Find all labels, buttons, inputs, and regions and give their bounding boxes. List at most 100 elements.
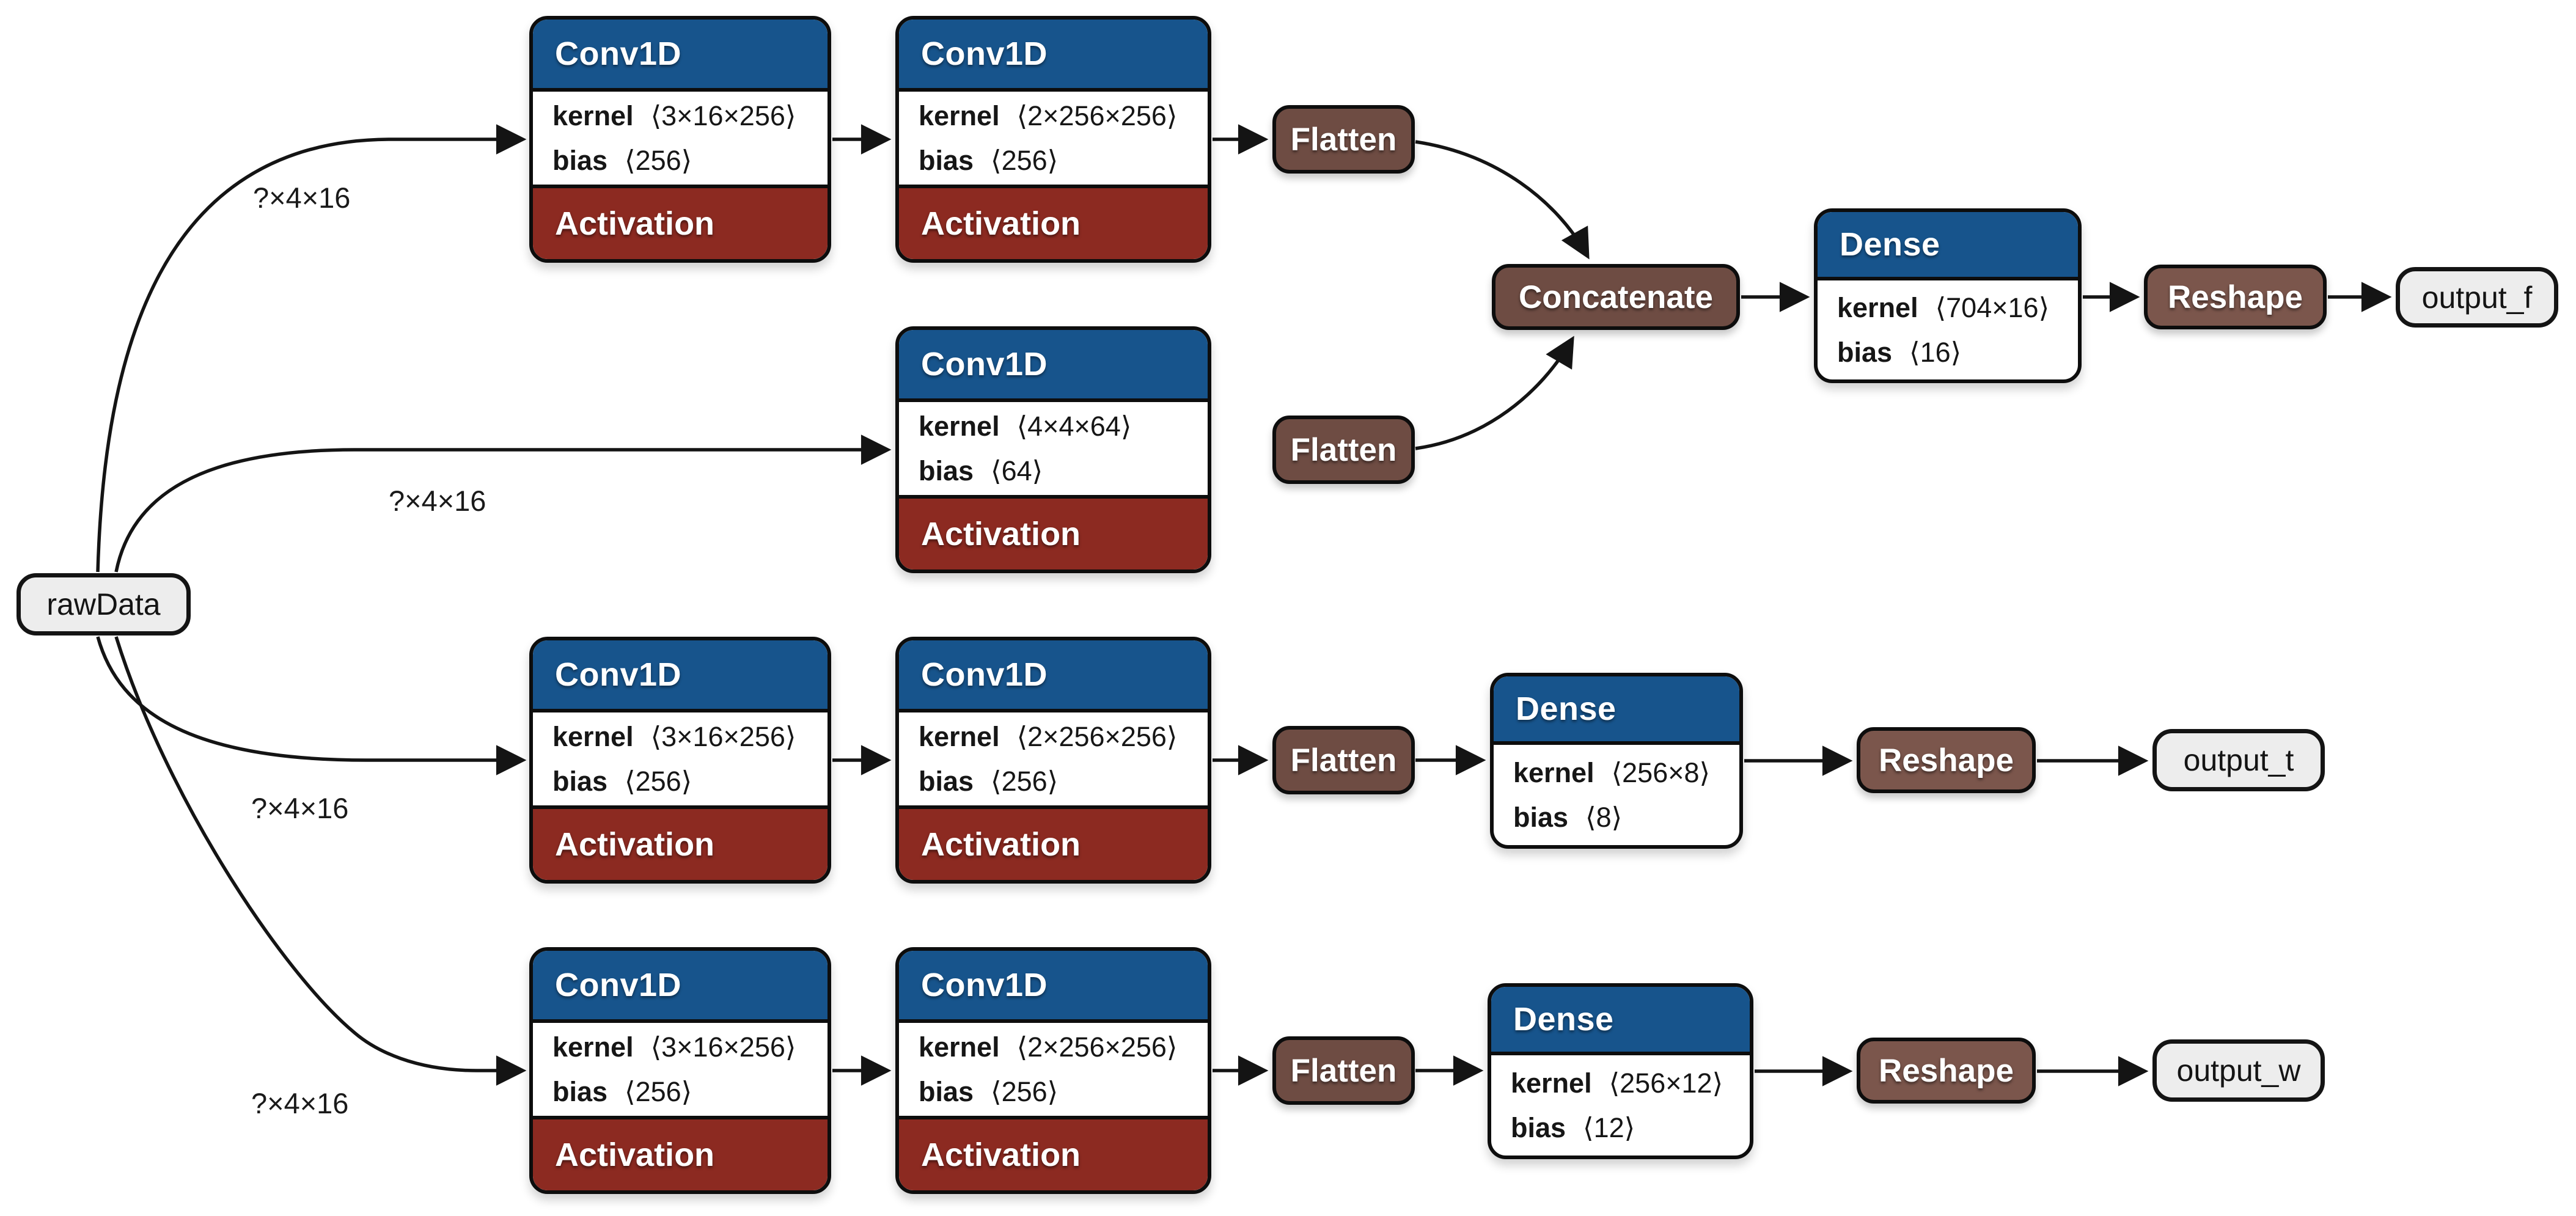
param-key: kernel — [552, 100, 634, 131]
edge-flatten-b-to-concatenate — [1415, 335, 1574, 450]
param-key: bias — [919, 455, 974, 486]
param-value: ⟨704×16⟩ — [1935, 292, 2050, 323]
dense-node-w: Dense kernel⟨256×12⟩ bias ⟨12⟩ — [1488, 983, 1753, 1159]
output-node-t: output_t — [2152, 729, 2325, 791]
param-key: bias — [1513, 802, 1569, 833]
concatenate-node: Concatenate — [1492, 264, 1740, 330]
param-value: ⟨3×16×256⟩ — [650, 1031, 796, 1063]
param-row: kernel ⟨3×16×256⟩ — [552, 720, 808, 753]
edge-rawdata-to-conv-b — [114, 434, 892, 573]
param-row: bias⟨256⟩ — [552, 765, 808, 797]
param-value: ⟨64⟩ — [991, 455, 1043, 486]
param-value: ⟨2×256×256⟩ — [1016, 100, 1178, 131]
param-row: kernel ⟨2×256×256⟩ — [919, 100, 1188, 132]
param-row: bias ⟨8⟩ — [1513, 801, 1720, 833]
dense-node-f: Dense kernel⟨704×16⟩ bias⟨16⟩ — [1814, 208, 2082, 383]
param-row: bias⟨16⟩ — [1837, 336, 2058, 368]
param-value: ⟨4×4×64⟩ — [1016, 411, 1132, 442]
activation-band: Activation — [899, 495, 1208, 570]
layer-params: kernel⟨4×4×64⟩ bias ⟨64⟩ — [899, 402, 1208, 495]
layer-params: kernel ⟨2×256×256⟩ bias⟨256⟩ — [899, 92, 1208, 185]
layer-params: kernel ⟨2×256×256⟩ bias ⟨256⟩ — [899, 712, 1208, 805]
activation-band: Activation — [899, 805, 1208, 880]
param-row: kernel⟨704×16⟩ — [1837, 291, 2058, 324]
reshape-node-t: Reshape — [1857, 727, 2036, 793]
param-key: kernel — [919, 100, 1000, 131]
param-key: bias — [1511, 1112, 1566, 1143]
param-key: bias — [919, 766, 974, 797]
flatten-node-a: Flatten — [1272, 105, 1415, 174]
param-key: kernel — [919, 721, 1000, 752]
param-row: kernel⟨4×4×64⟩ — [919, 410, 1188, 442]
layer-params: kernel⟨256×12⟩ bias ⟨12⟩ — [1491, 1055, 1750, 1156]
conv1d-node-d1: Conv1D kernel⟨3×16×256⟩ bias⟨256⟩ Activa… — [529, 947, 831, 1194]
edge-shape-label-b: ?×4×16 — [389, 485, 486, 517]
edge-shape-label-d: ?×4×16 — [251, 1087, 349, 1119]
param-value: ⟨256⟩ — [991, 1076, 1059, 1107]
layer-params: kernel ⟨3×16×256⟩ bias⟨256⟩ — [533, 712, 827, 805]
layer-title: Conv1D — [533, 951, 827, 1023]
param-value: ⟨8⟩ — [1585, 802, 1623, 833]
param-row: kernel ⟨256×8⟩ — [1513, 756, 1720, 789]
conv1d-node-a2: Conv1D kernel⟨2×256×256⟩ bias⟨256⟩ Activ… — [895, 16, 1211, 263]
param-row: kernel ⟨3×16×256⟩ — [552, 100, 808, 132]
param-value: ⟨256⟩ — [625, 145, 692, 176]
param-value: ⟨3×16×256⟩ — [650, 721, 796, 752]
input-node-rawdata: rawData — [17, 573, 191, 635]
layer-title: Conv1D — [899, 330, 1208, 402]
param-value: ⟨256⟩ — [991, 145, 1059, 176]
param-key: bias — [1837, 337, 1893, 368]
param-key: kernel — [1513, 757, 1594, 788]
edge-shape-label-c: ?×4×16 — [251, 792, 349, 824]
param-key: bias — [552, 145, 608, 176]
param-row: kernel ⟨2×256×256⟩ — [919, 720, 1188, 753]
param-key: bias — [552, 1076, 608, 1107]
layer-title: Dense — [1818, 212, 2078, 280]
dense-node-t: Dense kernel ⟨256×8⟩ bias ⟨8⟩ — [1490, 673, 1743, 849]
param-key: kernel — [919, 1031, 1000, 1063]
param-value: ⟨256×12⟩ — [1609, 1068, 1723, 1099]
conv1d-node-b: Conv1D kernel⟨4×4×64⟩ bias ⟨64⟩ Activatio… — [895, 326, 1211, 573]
reshape-node-f: Reshape — [2144, 265, 2327, 329]
param-row: bias ⟨256⟩ — [919, 1075, 1188, 1108]
param-row: bias ⟨256⟩ — [552, 144, 808, 177]
param-row: bias ⟨12⟩ — [1511, 1112, 1730, 1144]
edge-rawdata-to-conv-a1 — [96, 124, 527, 573]
layer-title: Conv1D — [533, 20, 827, 92]
layer-title: Conv1D — [899, 20, 1208, 92]
param-value: ⟨3×16×256⟩ — [650, 100, 796, 131]
param-value: ⟨12⟩ — [1583, 1112, 1635, 1143]
flatten-node-d: Flatten — [1272, 1036, 1415, 1105]
param-value: ⟨2×256×256⟩ — [1016, 721, 1178, 752]
layer-params: kernel ⟨3×16×256⟩ bias ⟨256⟩ — [533, 92, 827, 185]
param-value: ⟨256×8⟩ — [1611, 757, 1711, 788]
param-row: bias⟨256⟩ — [919, 144, 1188, 177]
conv1d-node-c1: Conv1D kernel ⟨3×16×256⟩ bias⟨256⟩ Activa… — [529, 637, 831, 884]
flatten-node-c: Flatten — [1272, 726, 1415, 794]
flatten-node-b: Flatten — [1272, 416, 1415, 484]
edge-rawdata-to-conv-d1 — [114, 636, 527, 1086]
activation-band: Activation — [533, 805, 827, 880]
edge-flatten-a-to-concatenate — [1415, 140, 1590, 260]
layer-title: Dense — [1494, 676, 1739, 745]
param-row: bias ⟨256⟩ — [919, 765, 1188, 797]
layer-title: Conv1D — [533, 640, 827, 712]
param-value: ⟨2×256×256⟩ — [1016, 1031, 1178, 1063]
param-key: kernel — [552, 721, 634, 752]
layer-title: Conv1D — [899, 640, 1208, 712]
edge-rawdata-to-conv-c1 — [96, 636, 527, 775]
edge-shape-label-a: ?×4×16 — [253, 181, 351, 214]
param-row: kernel⟨256×12⟩ — [1511, 1067, 1730, 1099]
param-key: bias — [919, 1076, 974, 1107]
activation-band: Activation — [533, 1116, 827, 1190]
output-node-w: output_w — [2152, 1039, 2325, 1102]
param-key: bias — [552, 766, 608, 797]
conv1d-node-d2: Conv1D kernel⟨2×256×256⟩ bias⟨256⟩ Activ… — [895, 947, 1211, 1194]
layer-title: Dense — [1491, 987, 1750, 1055]
param-value: ⟨256⟩ — [991, 766, 1059, 797]
layer-params: kernel⟨704×16⟩ bias⟨16⟩ — [1818, 280, 2078, 379]
layer-params: kernel⟨3×16×256⟩ bias⟨256⟩ — [533, 1023, 827, 1116]
param-key: kernel — [552, 1031, 634, 1063]
param-row: kernel ⟨3×16×256⟩ — [552, 1031, 808, 1063]
